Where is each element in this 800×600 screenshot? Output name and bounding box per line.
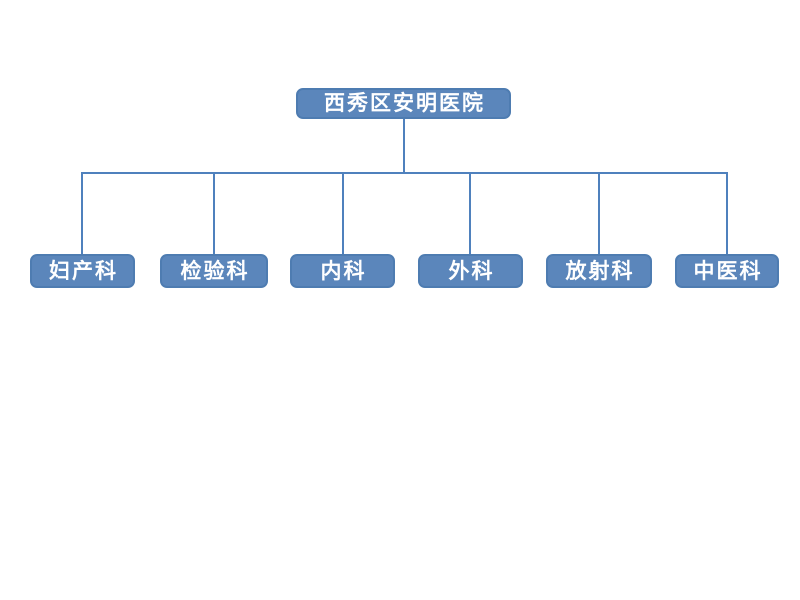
org-node-laboratory[interactable]: 检验科 <box>160 254 268 288</box>
org-node-label: 放射科 <box>565 259 635 283</box>
org-node-internal-medicine[interactable]: 内科 <box>290 254 395 288</box>
connector-group <box>81 119 728 254</box>
org-node-obstetrics[interactable]: 妇产科 <box>30 254 135 288</box>
org-node-label: 检验科 <box>180 259 250 283</box>
org-node-root-label: 西秀区安明医院 <box>324 92 485 115</box>
org-node-surgery[interactable]: 外科 <box>418 254 523 288</box>
org-node-label: 中医科 <box>693 259 763 283</box>
org-node-radiology[interactable]: 放射科 <box>546 254 652 288</box>
org-node-tcm[interactable]: 中医科 <box>675 254 779 288</box>
org-node-label: 外科 <box>448 259 495 283</box>
org-node-label: 内科 <box>320 259 367 283</box>
org-node-label: 妇产科 <box>49 259 118 283</box>
org-node-root[interactable]: 西秀区安明医院 <box>296 88 511 119</box>
